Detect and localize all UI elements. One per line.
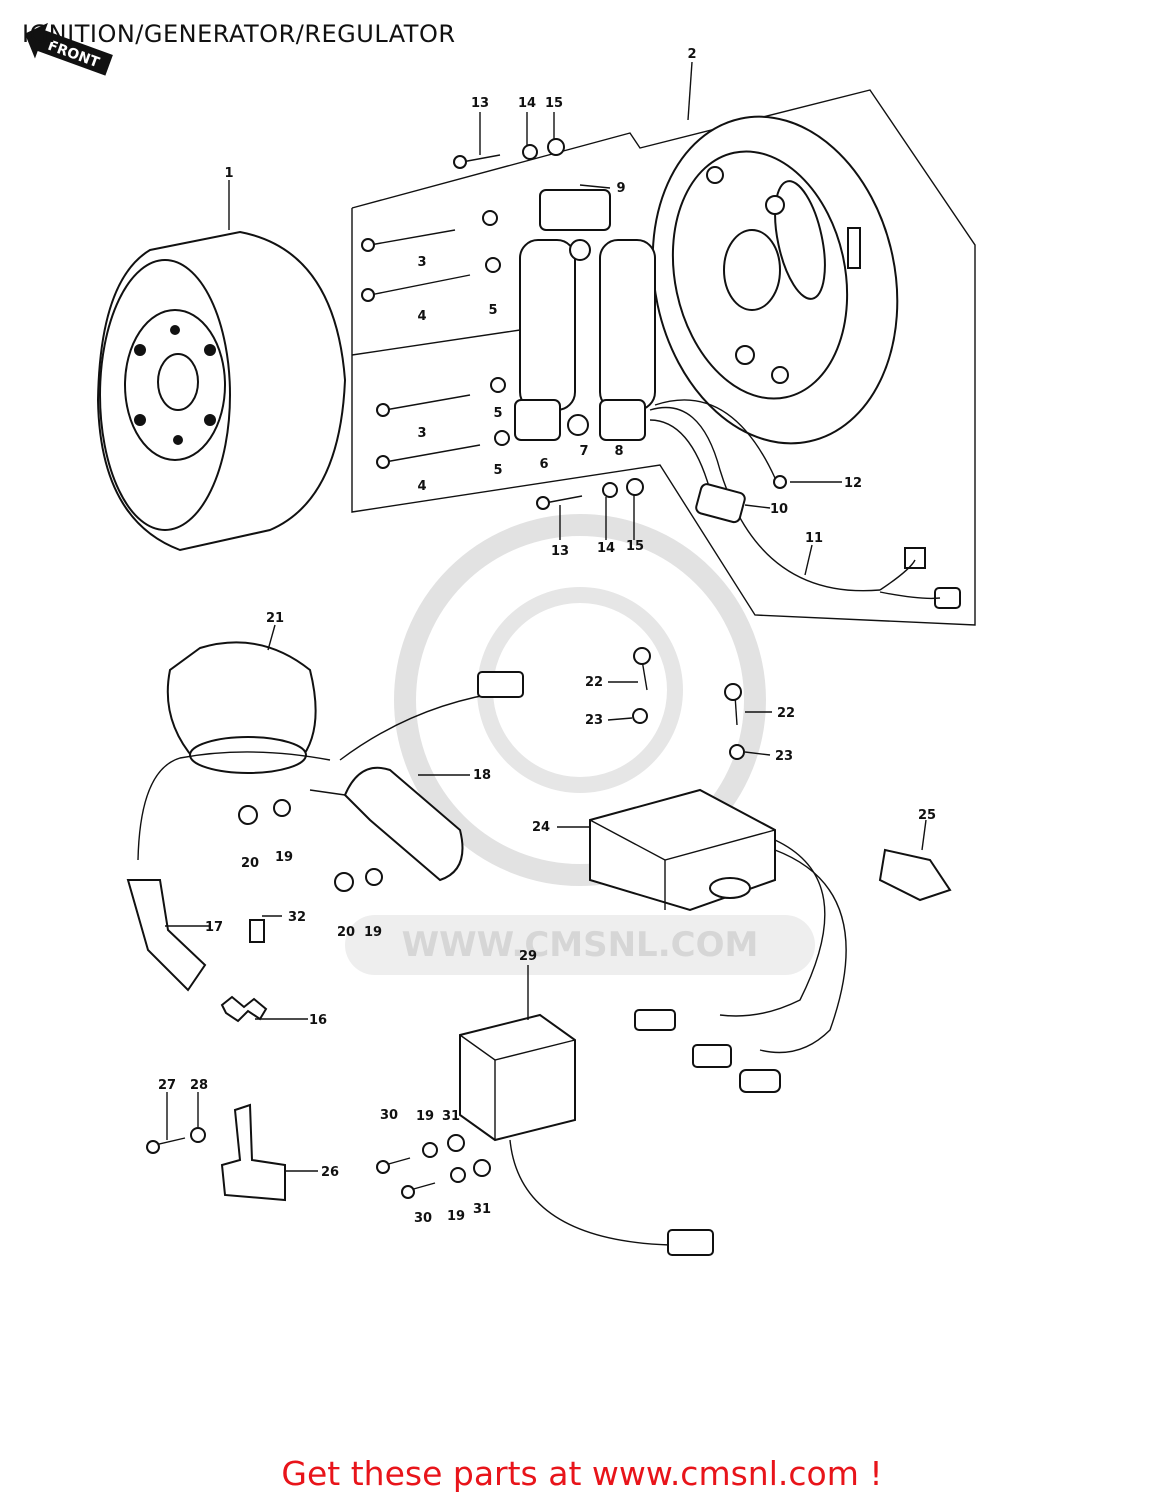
- callout-29: 29: [519, 949, 537, 964]
- condenser-nuts: [238, 799, 383, 892]
- flywheel-rotor: [96, 230, 347, 552]
- callout-13: 13: [551, 544, 569, 559]
- rectifier-bolts: [632, 647, 745, 760]
- callout-9: 9: [616, 181, 625, 196]
- stator-harness: [649, 399, 961, 609]
- callout-13: 13: [471, 96, 489, 111]
- watermark: WWW.CMSNL.COM: [345, 514, 815, 975]
- bracket-26: [146, 1103, 286, 1202]
- callout-23: 23: [775, 749, 793, 764]
- page-title: IGNITION/GENERATOR/REGULATOR: [22, 20, 456, 48]
- callout-30: 30: [414, 1211, 432, 1226]
- callout-3: 3: [417, 426, 426, 441]
- callout-5: 5: [488, 303, 497, 318]
- callout-14: 14: [597, 541, 615, 556]
- callout-18: 18: [473, 768, 491, 783]
- callout-3: 3: [417, 255, 426, 270]
- callout-30: 30: [380, 1108, 398, 1123]
- callout-4: 4: [417, 479, 426, 494]
- callout-10: 10: [770, 502, 788, 517]
- generator-coils: [514, 189, 656, 441]
- callout-5: 5: [493, 463, 502, 478]
- callout-20: 20: [337, 925, 355, 940]
- regulator: [459, 1013, 714, 1256]
- leader-lines: [165, 61, 927, 1172]
- watermark-text: WWW.CMSNL.COM: [402, 925, 759, 965]
- callout-14: 14: [518, 96, 536, 111]
- callout-6: 6: [539, 457, 548, 472]
- callout-15: 15: [545, 96, 563, 111]
- ignition-coil: [166, 641, 317, 774]
- footer-cta-link[interactable]: Get these parts at www.cmsnl.com !: [281, 1454, 883, 1493]
- callout-31: 31: [473, 1202, 491, 1217]
- assembly-outline: [351, 89, 976, 626]
- callout-numbers: 1 2 3 3 4 4 5 5 5 6 7 8 9 10 11 12 13 13…: [158, 47, 936, 1226]
- stator-plate: [651, 115, 899, 445]
- callout-16: 16: [309, 1013, 327, 1028]
- callout-25: 25: [918, 808, 936, 823]
- callout-5: 5: [493, 406, 502, 421]
- callout-28: 28: [190, 1078, 208, 1093]
- callout-22: 22: [585, 675, 603, 690]
- callout-22: 22: [777, 706, 795, 721]
- callout-12: 12: [844, 476, 862, 491]
- callout-15: 15: [626, 539, 644, 554]
- mounting-screws: [361, 210, 510, 469]
- callout-4: 4: [417, 309, 426, 324]
- regulator-screws: [376, 1134, 491, 1199]
- connector-25: [878, 848, 952, 902]
- callout-19: 19: [364, 925, 382, 940]
- screw-washer-sets: [453, 138, 644, 510]
- callout-23: 23: [585, 713, 603, 728]
- callout-19: 19: [275, 850, 293, 865]
- callout-8: 8: [614, 444, 623, 459]
- callout-21: 21: [266, 611, 284, 626]
- callout-27: 27: [158, 1078, 176, 1093]
- callout-32: 32: [288, 910, 306, 925]
- callout-24: 24: [532, 820, 550, 835]
- callout-19: 19: [447, 1209, 465, 1224]
- callout-20: 20: [241, 856, 259, 871]
- callout-31: 31: [442, 1109, 460, 1124]
- callout-2: 2: [687, 47, 696, 62]
- callout-19: 19: [416, 1109, 434, 1124]
- callout-11: 11: [805, 531, 823, 546]
- callout-1: 1: [224, 166, 233, 181]
- spark-plug-cap-set: [126, 751, 331, 1023]
- callout-7: 7: [579, 444, 588, 459]
- rectifier: [589, 788, 847, 1093]
- callout-26: 26: [321, 1165, 339, 1180]
- condenser: [309, 671, 524, 882]
- callout-17: 17: [205, 920, 223, 935]
